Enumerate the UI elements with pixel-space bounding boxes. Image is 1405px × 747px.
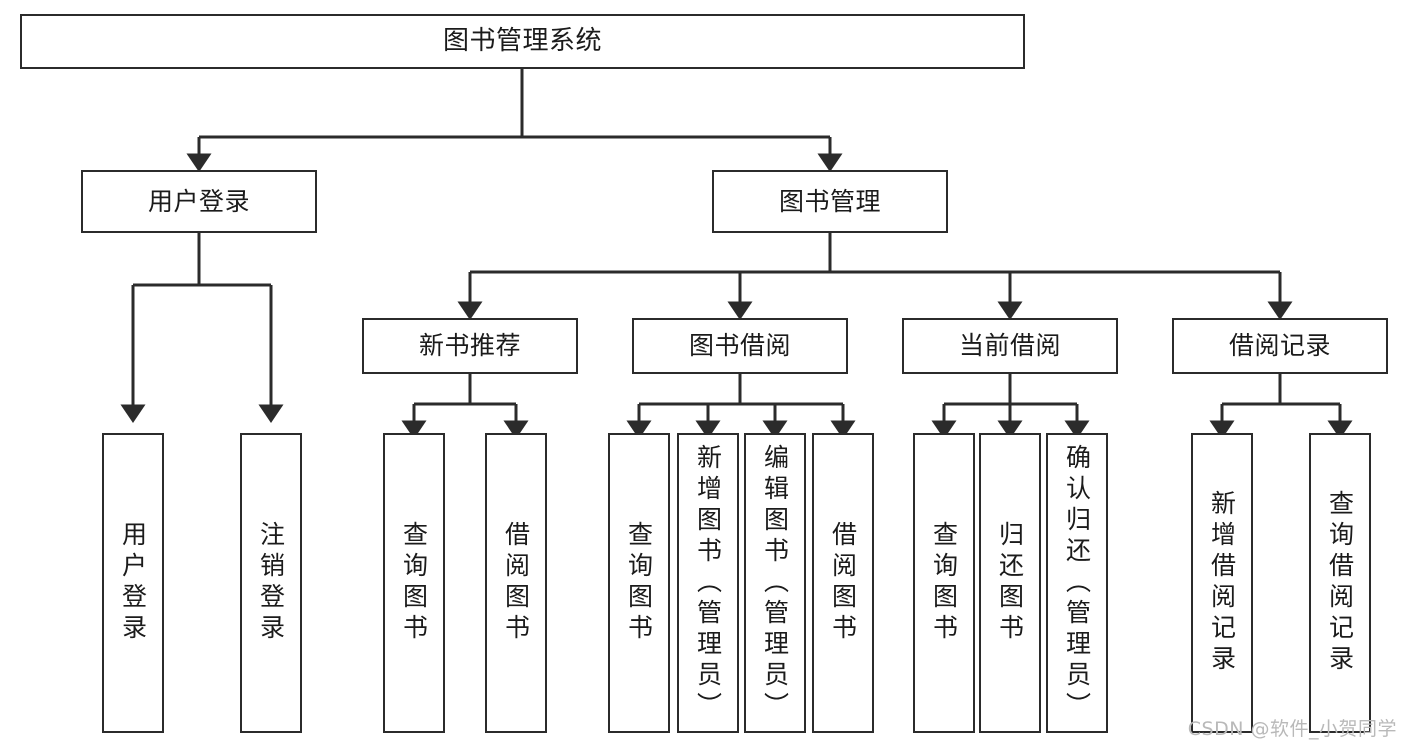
node-root-book-management-system[interactable]: 图书管理系统 [20, 14, 1025, 69]
node-leaf-add-book[interactable]: 新增图书（管理员） [677, 433, 739, 733]
node-label: 借阅图书 [828, 521, 858, 645]
node-label: 新增借阅记录 [1207, 490, 1237, 676]
node-new-book-recommend[interactable]: 新书推荐 [362, 318, 578, 374]
node-user-login[interactable]: 用户登录 [81, 170, 317, 233]
node-leaf-return-book[interactable]: 归还图书 [979, 433, 1041, 733]
node-label: 查询借阅记录 [1325, 490, 1355, 676]
node-label: 查询图书 [624, 521, 654, 645]
node-book-management[interactable]: 图书管理 [712, 170, 948, 233]
node-label: 查询图书 [929, 521, 959, 645]
node-leaf-query-borrow-record[interactable]: 查询借阅记录 [1309, 433, 1371, 733]
node-leaf-edit-book[interactable]: 编辑图书（管理员） [744, 433, 806, 733]
node-leaf-query-book-borrow[interactable]: 查询图书 [608, 433, 670, 733]
node-leaf-query-book-recommend[interactable]: 查询图书 [383, 433, 445, 733]
node-label: 注销登录 [256, 521, 286, 645]
node-label: 新增图书（管理员） [693, 443, 723, 723]
node-current-borrow[interactable]: 当前借阅 [902, 318, 1118, 374]
node-label: 图书借阅 [688, 331, 791, 361]
node-book-borrow[interactable]: 图书借阅 [632, 318, 848, 374]
node-label: 用户登录 [147, 186, 250, 216]
node-leaf-query-book-current[interactable]: 查询图书 [913, 433, 975, 733]
node-label: 新书推荐 [418, 331, 521, 361]
node-label: 图书管理系统 [442, 26, 602, 57]
node-leaf-borrow-book[interactable]: 借阅图书 [812, 433, 874, 733]
node-label: 当前借阅 [958, 331, 1061, 361]
node-leaf-add-borrow-record[interactable]: 新增借阅记录 [1191, 433, 1253, 733]
node-leaf-user-login[interactable]: 用户登录 [102, 433, 164, 733]
node-label: 用户登录 [118, 521, 148, 645]
node-leaf-logout-login[interactable]: 注销登录 [240, 433, 302, 733]
watermark-text: CSDN @软件_小贺同学 [1187, 718, 1397, 740]
node-label: 确认归还（管理员） [1062, 443, 1092, 723]
node-leaf-confirm-return[interactable]: 确认归还（管理员） [1046, 433, 1108, 733]
node-label: 图书管理 [778, 186, 881, 216]
node-label: 借阅图书 [501, 521, 531, 645]
node-label: 归还图书 [995, 521, 1025, 645]
node-leaf-borrow-book-recommend[interactable]: 借阅图书 [485, 433, 547, 733]
node-label: 查询图书 [399, 521, 429, 645]
node-borrow-record[interactable]: 借阅记录 [1172, 318, 1388, 374]
node-label: 借阅记录 [1228, 331, 1331, 361]
node-label: 编辑图书（管理员） [760, 443, 790, 723]
